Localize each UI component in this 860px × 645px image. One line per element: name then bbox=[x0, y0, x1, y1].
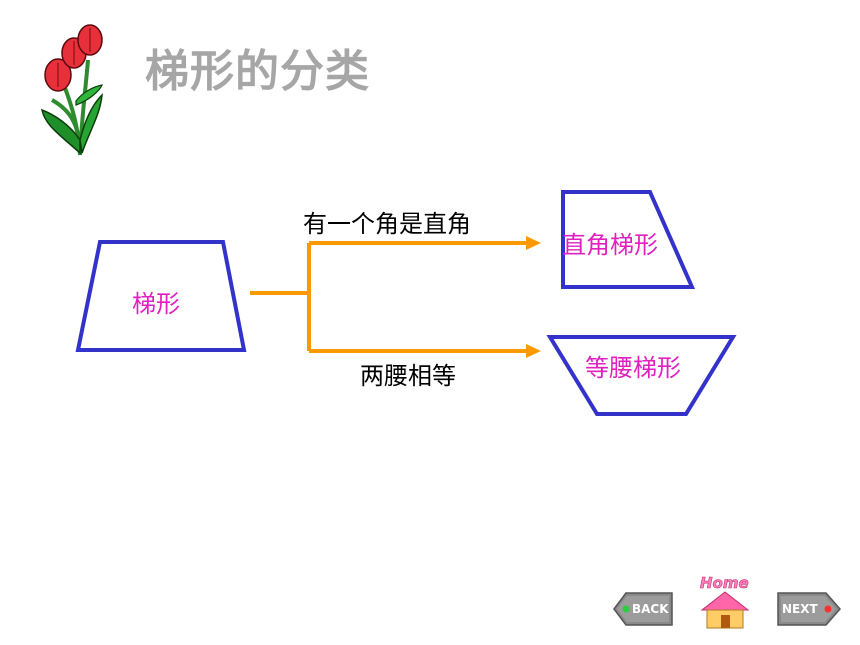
back-button[interactable]: BACK bbox=[612, 590, 674, 628]
condition-label-right-angle: 有一个角是直角 bbox=[303, 210, 471, 238]
page-title: 梯形的分类 bbox=[145, 46, 370, 97]
next-button[interactable]: NEXT bbox=[776, 590, 842, 628]
condition-label-equal-legs: 两腰相等 bbox=[360, 362, 456, 390]
root-label: 梯形 bbox=[132, 290, 180, 318]
result-label-right-trapezoid: 直角梯形 bbox=[562, 231, 658, 259]
branch-connector bbox=[250, 241, 528, 353]
result-label-isosceles-trapezoid: 等腰梯形 bbox=[585, 354, 681, 382]
back-indicator-icon bbox=[622, 605, 630, 613]
arrow-head-bottom bbox=[526, 344, 541, 358]
home-label: Home bbox=[700, 574, 749, 592]
next-indicator-icon bbox=[824, 605, 832, 613]
home-button[interactable]: Home bbox=[696, 570, 754, 630]
next-label: NEXT bbox=[782, 602, 818, 616]
tulip-icon bbox=[40, 24, 103, 156]
right-trapezoid-shape bbox=[561, 190, 696, 289]
arrow-head-top bbox=[526, 236, 541, 250]
house-icon: Home bbox=[700, 574, 750, 629]
isosceles-trapezoid-shape bbox=[546, 335, 737, 416]
trapezoid-shape bbox=[75, 240, 247, 352]
back-label: BACK bbox=[632, 602, 669, 616]
